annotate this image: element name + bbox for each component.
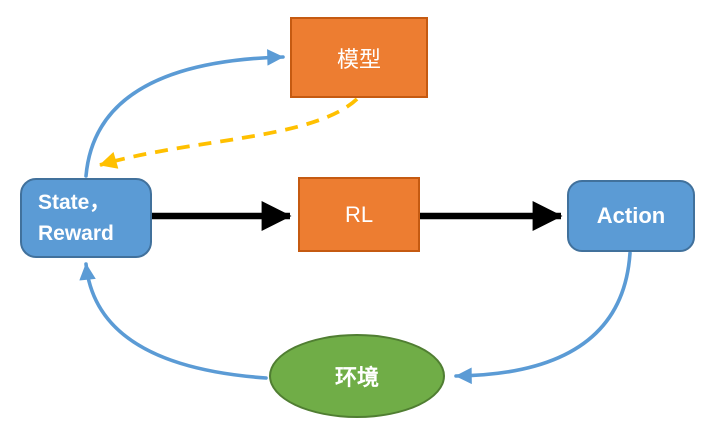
edge-action-to-environment [454, 251, 632, 385]
rl-node: RL [298, 177, 420, 252]
state-reward-label-line1: State， [38, 191, 111, 214]
state-reward-node: State， Reward [20, 178, 152, 258]
state-reward-label-line2: Reward [38, 222, 114, 245]
rl-node-label: RL [344, 201, 374, 227]
action-node: Action [567, 180, 695, 252]
action-node-label: Action [596, 203, 666, 228]
environment-node: 环境 [269, 334, 445, 418]
edge-environment-to-state [79, 262, 268, 380]
model-node: 模型 [290, 17, 428, 98]
edge-model-to-state [99, 97, 359, 169]
model-node-label: 模型 [336, 46, 381, 72]
environment-node-label: 环境 [334, 365, 379, 390]
edge-state-to-model [84, 49, 285, 178]
